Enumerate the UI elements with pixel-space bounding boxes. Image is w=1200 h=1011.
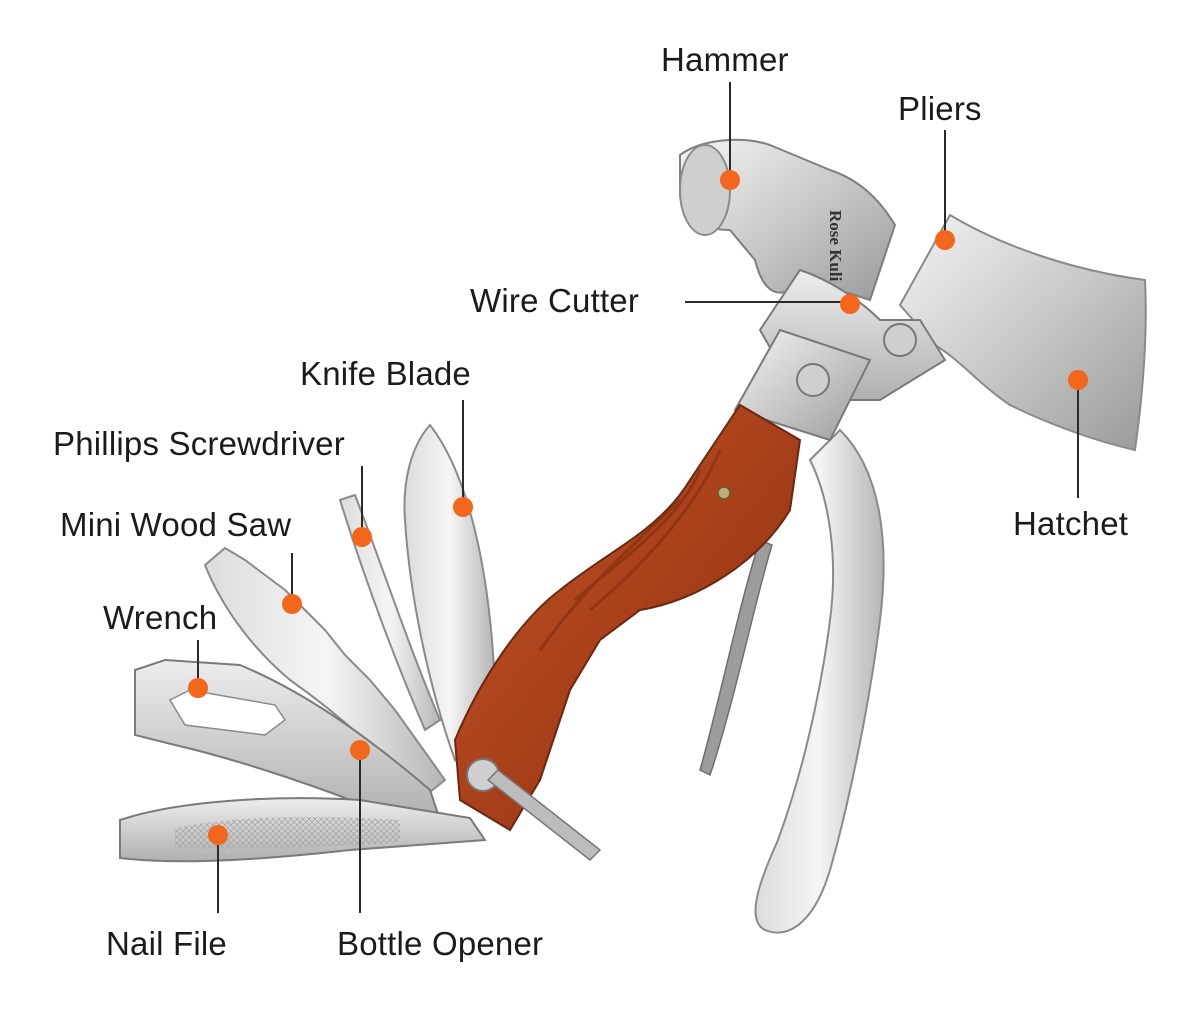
label-wrench: Wrench [103,599,218,636]
wood-grain [538,449,722,651]
label-wire-cutter: Wire Cutter [470,282,640,319]
label-nail-file: Nail File [106,925,227,962]
belt-clip [699,538,773,777]
rivet-top [796,363,830,397]
label-pliers: Pliers [898,90,982,127]
rivet-pliers [883,323,917,357]
phillips-screwdriver [338,493,442,732]
label-hatchet: Hatchet [1013,505,1129,542]
label-phillips: Phillips Screwdriver [53,425,345,462]
hatchet-blade [898,213,1147,452]
nail-file-texture [175,816,400,849]
label-knife-blade: Knife Blade [300,355,471,392]
rivet-handle [717,486,731,500]
marker-dots [188,170,1088,845]
lanyard-bar [486,768,602,862]
label-bottle-opener: Bottle Opener [337,925,544,962]
label-hammer: Hammer [661,41,789,78]
brand-engraving: Rose Kuli [826,210,845,282]
label-saw: Mini Wood Saw [60,506,292,543]
hammer-face [679,144,731,236]
leader-lines [197,82,1079,913]
pliers-handle [754,428,885,934]
wood-handle [453,403,802,832]
